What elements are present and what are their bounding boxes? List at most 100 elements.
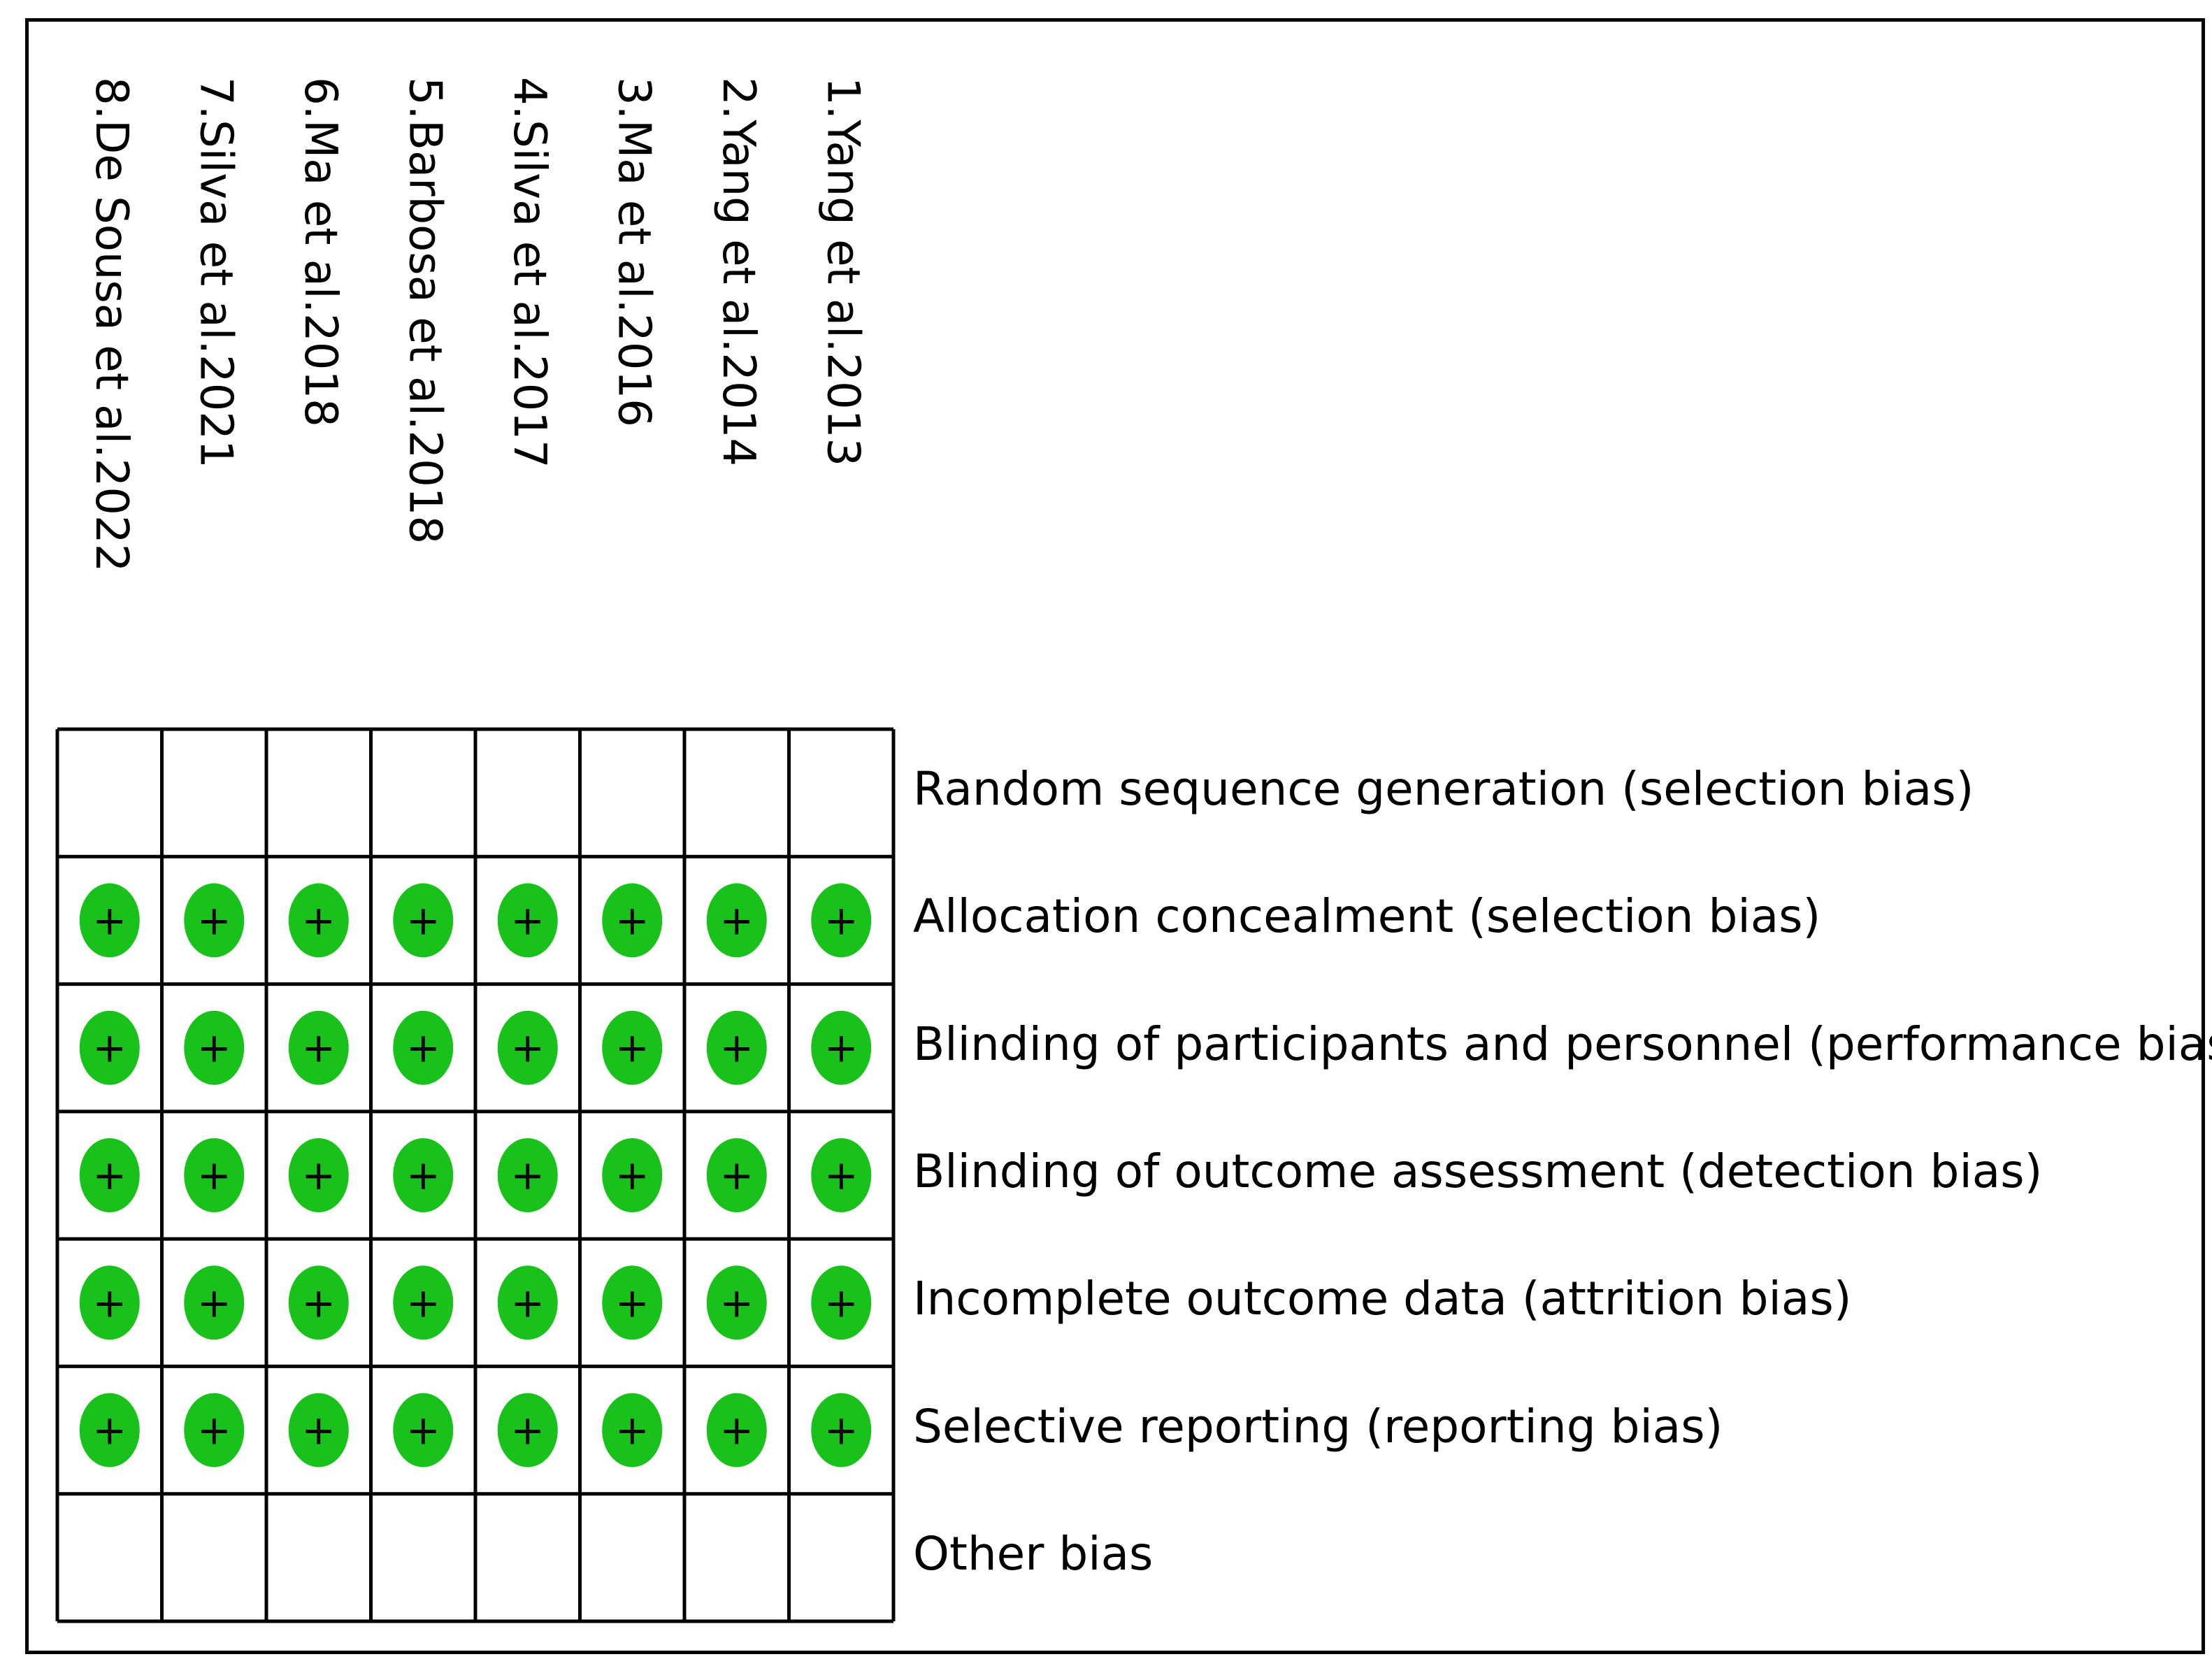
- low-risk-circle: [497, 1265, 558, 1340]
- judgement-symbol: +: [510, 1279, 545, 1326]
- low-risk-mark: +: [184, 883, 245, 958]
- low-risk-circle: [184, 1138, 245, 1212]
- low-risk-mark: +: [811, 1265, 872, 1340]
- judgement-symbol: +: [301, 896, 336, 944]
- low-risk-mark: +: [184, 1010, 245, 1085]
- judgement-symbol: +: [301, 1151, 336, 1199]
- low-risk-mark: +: [497, 1138, 558, 1212]
- judgement-symbol: +: [301, 1024, 336, 1072]
- low-risk-circle: [602, 1393, 663, 1467]
- low-risk-mark: +: [811, 1138, 872, 1212]
- low-risk-circle: [79, 1010, 140, 1085]
- low-risk-mark: +: [706, 1010, 767, 1085]
- judgement-symbol: +: [615, 1279, 649, 1326]
- study-label: 2.Yang et al.2014: [712, 77, 764, 467]
- domain-label: Blinding of outcome assessment (detectio…: [913, 1144, 2043, 1198]
- low-risk-circle: [288, 1393, 349, 1467]
- low-risk-mark: +: [184, 1393, 245, 1467]
- judgement-symbol: +: [92, 1024, 127, 1072]
- low-risk-mark: +: [706, 1138, 767, 1212]
- low-risk-circle: [184, 1265, 245, 1340]
- low-risk-circle: [184, 1393, 245, 1467]
- low-risk-mark: +: [497, 1010, 558, 1085]
- low-risk-circle: [393, 1393, 454, 1467]
- low-risk-mark: +: [184, 1265, 245, 1340]
- judgement-symbol: +: [824, 1151, 859, 1199]
- low-risk-circle: [811, 1138, 872, 1212]
- judgement-symbol: +: [615, 1151, 649, 1199]
- judgement-symbol: +: [92, 1279, 127, 1326]
- low-risk-mark: +: [706, 1393, 767, 1467]
- low-risk-mark: +: [811, 883, 872, 958]
- judgement-symbol: +: [510, 1407, 545, 1454]
- judgement-symbol: +: [719, 896, 754, 944]
- low-risk-mark: +: [79, 883, 140, 958]
- domain-label: Other bias: [913, 1526, 1154, 1581]
- low-risk-mark: +: [393, 1138, 454, 1212]
- low-risk-mark: +: [393, 1265, 454, 1340]
- low-risk-mark: +: [393, 1010, 454, 1085]
- low-risk-mark: +: [393, 883, 454, 958]
- domain-label: Allocation concealment (selection bias): [913, 889, 1821, 944]
- low-risk-mark: +: [497, 1265, 558, 1340]
- judgement-symbol: +: [719, 1279, 754, 1326]
- judgement-symbol: +: [719, 1151, 754, 1199]
- study-label: 1.Yang et al.2013: [817, 77, 869, 467]
- low-risk-mark: +: [288, 883, 349, 958]
- low-risk-circle: [288, 1265, 349, 1340]
- low-risk-mark: +: [602, 1393, 663, 1467]
- low-risk-mark: +: [184, 1138, 245, 1212]
- low-risk-circle: [602, 1265, 663, 1340]
- low-risk-mark: +: [288, 1138, 349, 1212]
- low-risk-circle: [706, 1393, 767, 1467]
- judgement-symbol: +: [406, 1407, 440, 1454]
- judgement-symbol: +: [92, 1407, 127, 1454]
- low-risk-circle: [288, 883, 349, 958]
- low-risk-circle: [811, 883, 872, 958]
- low-risk-circle: [184, 1010, 245, 1085]
- judgement-symbol: +: [824, 1279, 859, 1326]
- domain-label: Incomplete outcome data (attrition bias): [913, 1272, 1852, 1326]
- low-risk-circle: [706, 1265, 767, 1340]
- low-risk-circle: [811, 1393, 872, 1467]
- low-risk-circle: [497, 883, 558, 958]
- low-risk-circle: [706, 1010, 767, 1085]
- judgement-symbol: +: [824, 896, 859, 944]
- low-risk-mark: +: [706, 1265, 767, 1340]
- low-risk-circle: [706, 883, 767, 958]
- low-risk-mark: +: [602, 1265, 663, 1340]
- low-risk-mark: +: [497, 883, 558, 958]
- judgement-symbol: +: [719, 1024, 754, 1072]
- low-risk-mark: +: [288, 1010, 349, 1085]
- judgement-symbol: +: [406, 1151, 440, 1199]
- low-risk-circle: [79, 1138, 140, 1212]
- low-risk-circle: [706, 1138, 767, 1212]
- judgement-symbol: +: [824, 1024, 859, 1072]
- low-risk-circle: [393, 1010, 454, 1085]
- low-risk-circle: [497, 1138, 558, 1212]
- low-risk-mark: +: [288, 1393, 349, 1467]
- study-label: 5.Barbosa et al.2018: [398, 77, 451, 545]
- low-risk-circle: [288, 1138, 349, 1212]
- low-risk-circle: [288, 1010, 349, 1085]
- low-risk-circle: [602, 883, 663, 958]
- low-risk-circle: [811, 1265, 872, 1340]
- judgement-symbol: +: [406, 1279, 440, 1326]
- judgement-symbol: +: [615, 896, 649, 944]
- low-risk-mark: +: [79, 1265, 140, 1340]
- low-risk-circle: [393, 1265, 454, 1340]
- judgement-symbol: +: [406, 896, 440, 944]
- low-risk-circle: [497, 1010, 558, 1085]
- low-risk-circle: [79, 1265, 140, 1340]
- low-risk-mark: +: [288, 1265, 349, 1340]
- study-label: 7.Silva et al.2021: [189, 77, 242, 468]
- judgement-symbol: +: [510, 896, 545, 944]
- judgement-symbol: +: [197, 896, 231, 944]
- judgement-symbol: +: [824, 1407, 859, 1454]
- judgement-symbol: +: [92, 1151, 127, 1199]
- low-risk-circle: [811, 1010, 872, 1085]
- low-risk-mark: +: [602, 883, 663, 958]
- low-risk-circle: [497, 1393, 558, 1467]
- low-risk-mark: +: [602, 1138, 663, 1212]
